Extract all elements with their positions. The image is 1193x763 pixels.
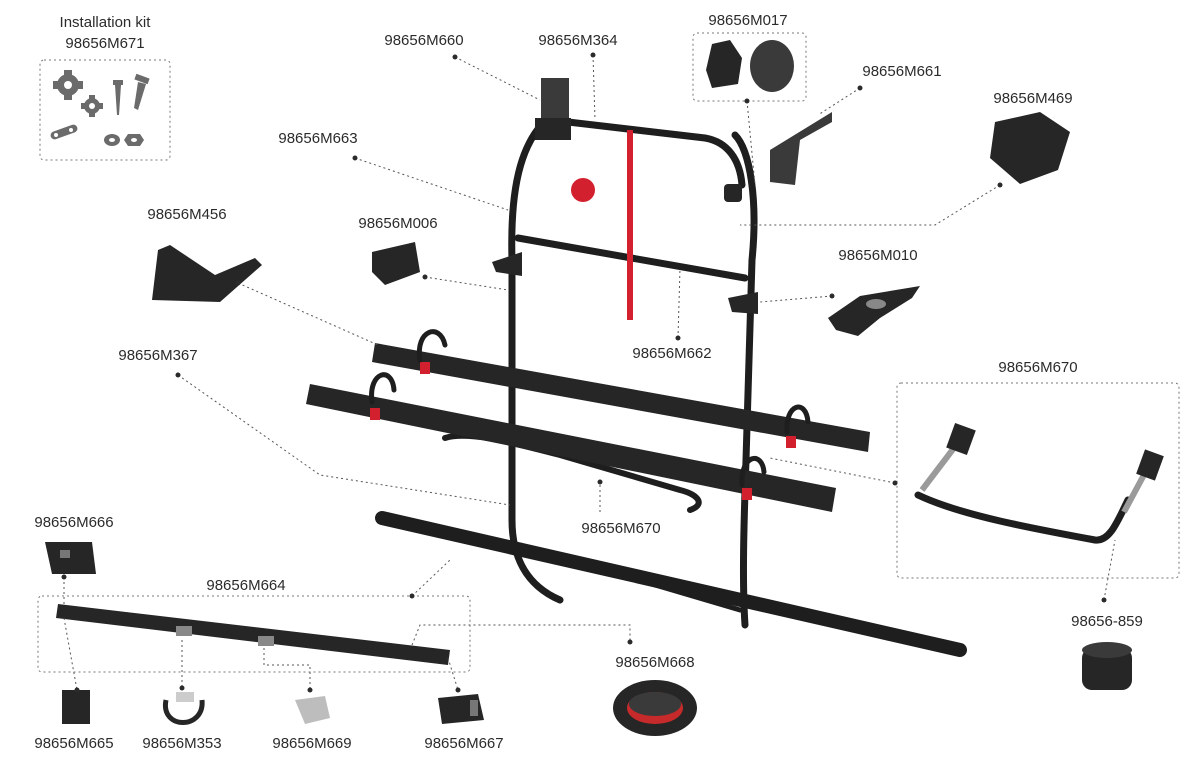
label-m017: 98656M017 <box>708 12 787 29</box>
m469-knob <box>990 112 1070 184</box>
label-m669: 98656M669 <box>272 735 351 752</box>
label-p859: 98656-859 <box>1071 613 1143 630</box>
leader-lines <box>63 54 1116 691</box>
installation-kit-code: 98656M671 <box>65 35 144 52</box>
label-m456: 98656M456 <box>147 206 226 223</box>
red-strap-buckle <box>571 178 595 202</box>
m670-detail-box <box>896 382 1180 579</box>
m010-clamp <box>828 286 920 336</box>
m661-bracket <box>770 112 832 185</box>
label-m006: 98656M006 <box>358 215 437 232</box>
m666-plate <box>45 542 96 574</box>
label-m364: 98656M364 <box>538 32 617 49</box>
m017-box <box>692 32 807 102</box>
m006-cap <box>372 242 420 285</box>
installation-kit-box <box>39 59 171 161</box>
m665-block <box>62 690 90 724</box>
label-m353: 98656M353 <box>142 735 221 752</box>
installation-kit-title: Installation kit <box>60 14 152 31</box>
p859-cap <box>1082 642 1132 690</box>
label-m664: 98656M664 <box>206 577 285 594</box>
m017-parts <box>706 40 794 92</box>
upper-rail <box>372 343 870 452</box>
m456-cradle <box>152 245 262 302</box>
m669-clip <box>295 696 330 724</box>
m353-strap <box>163 692 205 725</box>
label-m665: 98656M665 <box>34 735 113 752</box>
m667-plate <box>438 694 484 724</box>
label-m662: 98656M662 <box>632 345 711 362</box>
label-m367: 98656M367 <box>118 347 197 364</box>
lower-rail <box>306 384 836 512</box>
installation-kit-icons <box>50 70 150 146</box>
gear-icon <box>53 70 103 117</box>
m670-detail-bar <box>914 423 1164 544</box>
m664-end-bar <box>56 604 450 665</box>
label-m660: 98656M660 <box>384 32 463 49</box>
screw-icon <box>113 73 150 115</box>
bike-carrier-frame <box>375 78 967 657</box>
label-m667: 98656M667 <box>424 735 503 752</box>
label-m469: 98656M469 <box>993 90 1072 107</box>
washer-nut-icon <box>50 124 144 146</box>
label-m668: 98656M668 <box>615 654 694 671</box>
label-m670-right: 98656M670 <box>998 359 1077 376</box>
label-m663: 98656M663 <box>278 130 357 147</box>
label-m010: 98656M010 <box>838 247 917 264</box>
m668-ring <box>613 680 697 736</box>
label-m666: 98656M666 <box>34 514 113 531</box>
m660-holder <box>541 78 569 118</box>
leader-dots <box>61 52 1107 693</box>
wheel-rails <box>306 329 870 512</box>
label-m661: 98656M661 <box>862 63 941 80</box>
m664-box <box>37 595 471 673</box>
label-m670-center: 98656M670 <box>581 520 660 537</box>
